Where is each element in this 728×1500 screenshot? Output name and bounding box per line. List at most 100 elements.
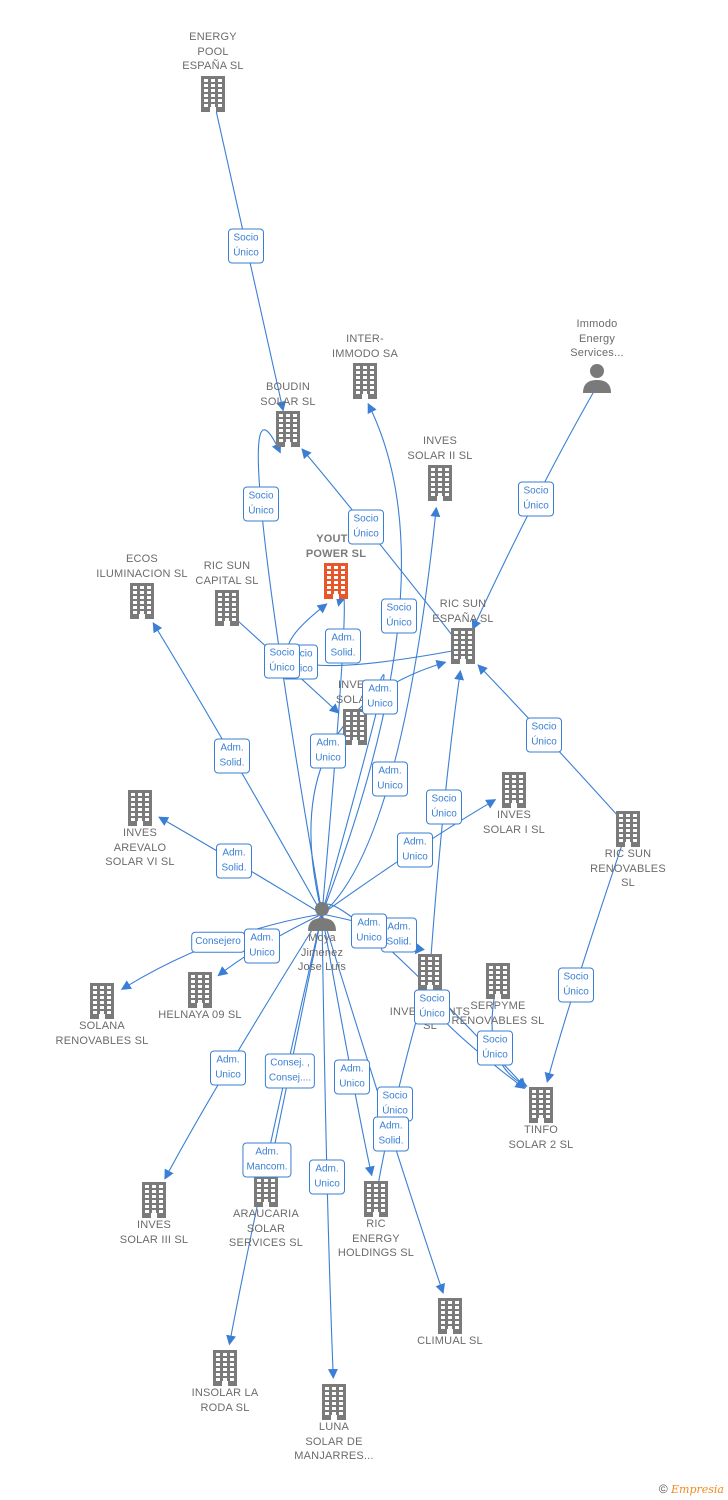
edge-label[interactable]: Adm. Unico [310, 733, 346, 769]
node-label[interactable]: HELNAYA 09 SL [158, 1009, 242, 1021]
node-tinfo[interactable]: TINFO SOLAR 2 SL [466, 1085, 616, 1152]
person-icon [308, 902, 336, 931]
edge-label[interactable]: Socio Único [381, 598, 417, 634]
edge-label[interactable]: Adm. Unico [334, 1059, 370, 1095]
node-energy-pool[interactable]: ENERGY POOL ESPAÑA SL [138, 30, 288, 112]
building-icon [276, 411, 300, 447]
building-icon [502, 772, 526, 808]
node-label[interactable]: SERPYME RENOVABLES SL [451, 1000, 545, 1027]
node-inter-immodo[interactable]: INTER- IMMODO SA [290, 332, 440, 399]
node-label[interactable]: RIC SUN CAPITAL SL [195, 560, 259, 587]
node-label[interactable]: INVES SOLAR I SL [483, 809, 545, 836]
node-ric-energy[interactable]: RIC ENERGY HOLDINGS SL [301, 1179, 451, 1261]
edge-label[interactable]: Consej. , Consej.... [264, 1053, 316, 1089]
building-icon [418, 954, 442, 990]
edge-label[interactable]: Socio Único [426, 789, 462, 825]
node-label[interactable]: TINFO SOLAR 2 SL [508, 1124, 574, 1151]
edge-label[interactable]: Socio Único [518, 481, 554, 517]
node-label[interactable]: INSOLAR LA RODA SL [191, 1387, 259, 1414]
building-icon [364, 1181, 388, 1217]
node-youth[interactable]: YOUTH POWER SL [261, 532, 411, 599]
node-inves-ii[interactable]: INVES SOLAR II SL [365, 434, 515, 501]
building-icon [529, 1087, 553, 1123]
node-label[interactable]: ARAUCARIA SOLAR SERVICES SL [228, 1208, 304, 1249]
node-label[interactable]: BOUDIN SOLAR SL [260, 381, 316, 408]
edge-label[interactable]: Socio Único [414, 989, 450, 1025]
node-label[interactable]: INVES SOLAR II SL [407, 435, 473, 462]
node-label[interactable]: INVES SOLAR [335, 679, 375, 706]
edge-label[interactable]: Socio Único [558, 967, 594, 1003]
edge-label[interactable]: Socio Único [526, 717, 562, 753]
node-label[interactable]: INVES AREVALO SOLAR VI SL [105, 827, 175, 868]
edge-label[interactable]: Consejero [191, 931, 245, 953]
person-icon [583, 363, 611, 393]
node-label[interactable]: RIC ENERGY HOLDINGS SL [337, 1218, 415, 1259]
node-label[interactable]: CLIMUAL SL [417, 1335, 483, 1347]
building-icon [215, 590, 239, 626]
node-inves-iii[interactable]: INVES SOLAR III SL [79, 1180, 229, 1247]
copyright-symbol: © [658, 1482, 668, 1496]
node-serpyme[interactable]: SERPYME RENOVABLES SL [423, 961, 573, 1028]
building-icon [142, 1182, 166, 1218]
edge-label[interactable]: Adm. Unico [362, 679, 398, 715]
node-label[interactable]: RIC SUN ESPAÑA SL [432, 598, 494, 625]
node-label[interactable]: INVES SOLAR III SL [119, 1219, 189, 1246]
edge-label[interactable]: Socio Único [348, 509, 384, 545]
edge-label[interactable]: Adm. Solid. [325, 628, 361, 664]
edge-label[interactable]: Adm. Unico [309, 1159, 345, 1195]
building-icon [90, 983, 114, 1019]
node-label[interactable]: RIC SUN RENOVABLES SL [590, 848, 666, 889]
edge-label[interactable]: Adm. Mancom. [242, 1142, 292, 1178]
node-insolar[interactable]: INSOLAR LA RODA SL [150, 1348, 300, 1415]
brand-logo-text[interactable]: Empresia [671, 1483, 724, 1496]
node-solana[interactable]: SOLANA RENOVABLES SL [27, 981, 177, 1048]
node-ric-renovables[interactable]: RIC SUN RENOVABLES SL [553, 809, 703, 891]
node-label[interactable]: Immodo Energy Services... [570, 318, 624, 359]
building-icon [128, 790, 152, 826]
edge-label[interactable]: Adm. Unico [244, 928, 280, 964]
node-boudin[interactable]: BOUDIN SOLAR SL [213, 380, 363, 447]
edge-label[interactable]: Socio Único [243, 486, 279, 522]
edge-label[interactable]: Socio Único [477, 1030, 513, 1066]
node-inves-solar-mid[interactable]: INVES SOLAR [280, 678, 430, 745]
node-inves-i[interactable]: INVES SOLAR I SL [439, 770, 589, 837]
edge-line-moya-to-luna [321, 913, 338, 1380]
node-immodo-energy[interactable]: Immodo Energy Services... [522, 317, 672, 393]
building-icon [438, 1298, 462, 1334]
node-moya[interactable]: Moya Jimenez Jose Luis [247, 899, 397, 975]
building-icon [486, 963, 510, 999]
edge-label[interactable]: Socio Único [228, 228, 264, 264]
building-icon [353, 363, 377, 399]
node-label[interactable]: INTER- IMMODO SA [332, 333, 398, 360]
node-climual[interactable]: CLIMUAL SL [375, 1296, 525, 1349]
edge-label[interactable]: Adm. Unico [372, 761, 408, 797]
building-icon [616, 811, 640, 847]
copyright-footer: © Empresia [659, 1482, 724, 1496]
node-ecos[interactable]: ECOS ILUMINACION SL [67, 552, 217, 619]
edge-label[interactable]: Adm. Unico [210, 1050, 246, 1086]
node-ric-espana[interactable]: RIC SUN ESPAÑA SL [388, 597, 538, 664]
node-label[interactable]: ECOS ILUMINACION SL [96, 553, 188, 580]
node-label[interactable]: YOUTH POWER SL [305, 533, 367, 560]
edge-label[interactable]: Socio Único [377, 1086, 413, 1122]
node-inves-arevalo[interactable]: INVES AREVALO SOLAR VI SL [65, 788, 215, 870]
node-label[interactable]: ENERGY POOL ESPAÑA SL [182, 31, 244, 72]
edge-label[interactable]: Socio Único [264, 643, 300, 679]
node-label[interactable]: SOLANA RENOVABLES SL [55, 1020, 149, 1047]
building-icon [188, 972, 212, 1008]
edge-label[interactable]: Adm. Unico [351, 913, 387, 949]
node-luna[interactable]: LUNA SOLAR DE MANJARRES... [259, 1382, 409, 1464]
building-icon [213, 1350, 237, 1386]
building-icon [201, 75, 225, 112]
node-label[interactable]: LUNA SOLAR DE MANJARRES... [294, 1421, 374, 1462]
building-icon [324, 563, 348, 599]
edge-label[interactable]: Adm. Solid. [216, 843, 252, 879]
edge-label[interactable]: Adm. Solid. [214, 738, 250, 774]
edge-label[interactable]: Adm. Solid. [373, 1116, 409, 1152]
building-icon [343, 709, 367, 745]
node-ric-capital[interactable]: RIC SUN CAPITAL SL [152, 559, 302, 626]
building-icon [428, 465, 452, 501]
edge-label[interactable]: Adm. Unico [397, 832, 433, 868]
node-label[interactable]: Moya Jimenez Jose Luis [297, 932, 347, 973]
node-helnaya[interactable]: HELNAYA 09 SL [125, 970, 275, 1023]
